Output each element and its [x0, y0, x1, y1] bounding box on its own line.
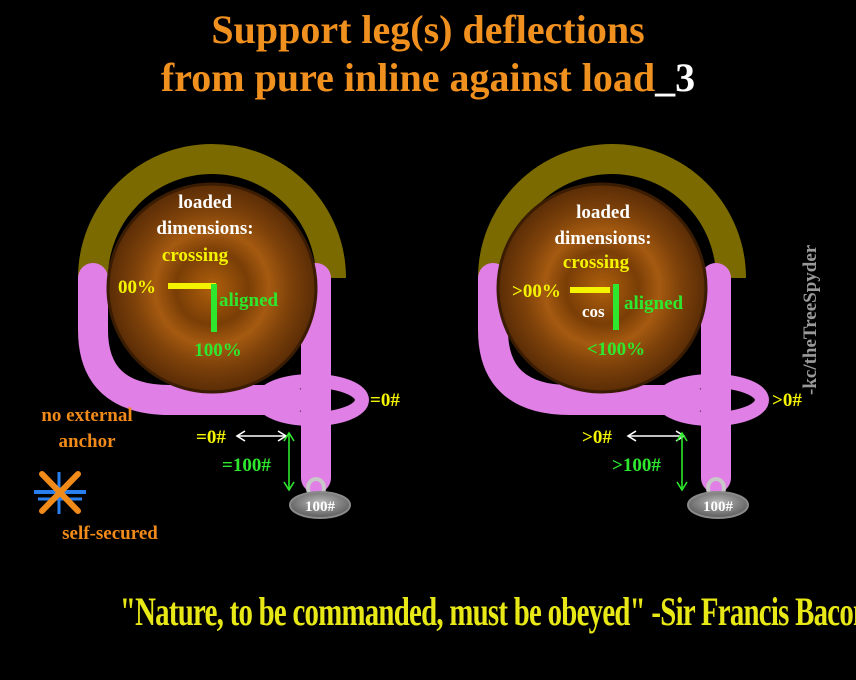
title-line-2-text: from pure inline against load: [160, 55, 656, 100]
quote: "Nature, to be commanded, must be obeyed…: [119, 589, 856, 634]
left-aligned-label: aligned: [219, 290, 279, 311]
left-lateral-arrow: [235, 430, 288, 442]
anchor-status: self-secured: [62, 523, 158, 544]
right-vertical-arrow: [676, 431, 688, 492]
right-lateral-arrow: [626, 430, 686, 442]
title-suffix: _3: [655, 55, 696, 100]
credit-text: -kc/theTreeSpyder: [800, 244, 821, 395]
left-aligned-pct: 100%: [194, 340, 242, 361]
right-weight-plate: [687, 491, 749, 519]
left-vertical-arrow: [283, 431, 295, 492]
right-ring: [655, 374, 769, 426]
right-weight-label: 100#: [703, 499, 734, 515]
title-line-1: Support leg(s) deflections: [211, 7, 645, 52]
right-aligned-pct: <100%: [587, 339, 645, 360]
left-weight-plate: [289, 491, 351, 519]
right-vertical-force: >100#: [612, 455, 661, 476]
crossed-anchor-icon: [34, 471, 86, 514]
left-ring-force: =0#: [370, 390, 400, 411]
title-line-2: from pure inline against load_3: [0, 54, 856, 102]
left-assembly: 100# loaded dimensions: crossing 00% ali…: [78, 144, 400, 519]
left-crossing-label: crossing: [162, 245, 229, 266]
right-center-line1: loaded: [576, 202, 630, 223]
anchor-note-line2: anchor: [59, 431, 117, 452]
right-leg-loop: [478, 263, 705, 415]
anchor-note-line1: no external: [41, 405, 132, 426]
right-wrap-band: [478, 144, 746, 279]
left-lateral-force: =0#: [196, 427, 226, 448]
right-cos-label: cos: [582, 302, 605, 321]
right-aligned-label: aligned: [624, 293, 684, 314]
right-center-line2: dimensions:: [554, 228, 651, 249]
left-wrap-band: [78, 144, 346, 279]
left-weight-label: 100#: [305, 499, 336, 515]
right-crossing-pct: >00%: [512, 281, 561, 302]
right-ring-force: >0#: [772, 390, 802, 411]
right-crossing-label: crossing: [563, 252, 630, 273]
left-leg-loop: [78, 263, 305, 415]
right-lateral-force: >0#: [582, 427, 612, 448]
left-ring: [255, 374, 369, 426]
right-assembly: 100# loaded dimensions: crossing >00% co…: [478, 144, 802, 519]
left-vertical-force: =100#: [222, 455, 271, 476]
left-center-line1: loaded: [178, 192, 232, 213]
left-crossing-pct: 00%: [118, 277, 156, 298]
left-center-line2: dimensions:: [156, 218, 253, 239]
